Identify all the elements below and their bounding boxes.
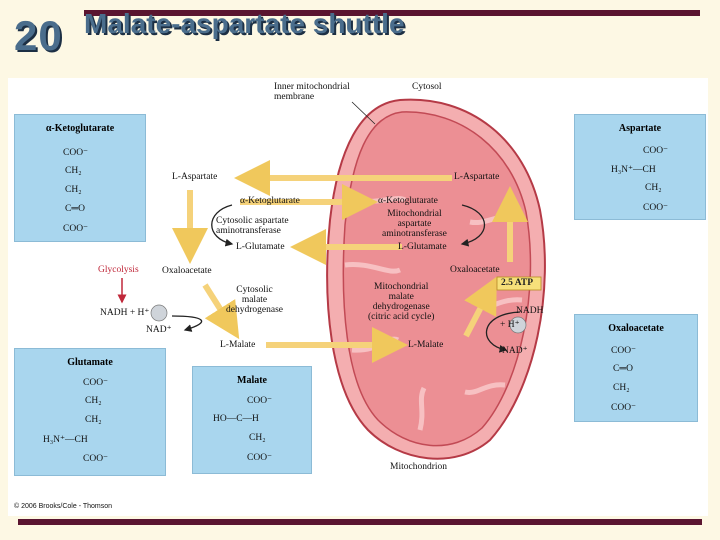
slide-title: Malate-aspartate shuttle: [84, 8, 405, 39]
structure-line: COO⁻: [63, 224, 89, 234]
nadh-h-left-label: NADH + H⁺: [100, 308, 150, 318]
atp-label: 2.5 ATP: [501, 278, 534, 288]
structure-line: C═O: [65, 204, 85, 214]
glycolysis-label: Glycolysis: [98, 265, 139, 275]
structure-line: CH₂: [65, 185, 82, 195]
mitochondrion-label: Mitochondrion: [390, 462, 447, 472]
structure-line: COO⁻: [643, 146, 669, 156]
structure-line: COO⁻: [247, 396, 273, 406]
structure-line: CH₂: [249, 433, 266, 443]
title-bar-rule: [84, 10, 700, 16]
mitochondrial-glutamate-label: L-Glutamate: [398, 242, 447, 252]
structure-line: CH₂: [613, 383, 630, 393]
ketoglutarate-structure-box: α-Ketoglutarate COO⁻ CH₂ CH₂ C═O COO⁻: [14, 114, 146, 242]
nad-right-label: NAD⁺: [502, 346, 528, 356]
structure-name: Oxaloacetate: [608, 323, 664, 334]
cytosolic-malate-label: L-Malate: [220, 340, 256, 350]
structure-line: HO—C—H: [213, 414, 259, 424]
mitochondrial-malate-label: L-Malate: [408, 340, 444, 350]
mitochondrial-ketoglutarate-label: α-Ketoglutarate: [378, 196, 438, 206]
structure-line: CH₂: [65, 166, 82, 176]
structure-line: CH₂: [85, 415, 102, 425]
structure-line: COO⁻: [643, 203, 669, 213]
structure-line: COO⁻: [83, 378, 109, 388]
chapter-number: 20: [14, 12, 63, 59]
structure-line: C═O: [613, 364, 633, 374]
structure-line: COO⁻: [247, 453, 273, 463]
structure-name: α-Ketoglutarate: [45, 123, 115, 134]
glutamate-structure-box: Glutamate COO⁻ CH₂ CH₂ H₃N⁺—CH COO⁻: [14, 348, 166, 476]
nad-left-label: NAD⁺: [146, 325, 172, 335]
footer-bar-rule: [18, 519, 702, 525]
oxaloacetate-structure-box: Oxaloacetate COO⁻ C═O CH₂ COO⁻: [574, 314, 698, 422]
nadh-right-label: NADH: [516, 306, 544, 316]
structure-line: COO⁻: [611, 403, 637, 413]
structure-line: COO⁻: [611, 346, 637, 356]
copyright-text: © 2006 Brooks/Cole - Thomson: [14, 503, 113, 510]
cytosolic-aspartate-label: L-Aspartate: [172, 172, 218, 182]
structure-line: CH₂: [85, 396, 102, 406]
structure-name: Aspartate: [618, 123, 662, 134]
mitochondrial-aspartate-label: L-Aspartate: [454, 172, 500, 182]
structure-name: Malate: [237, 375, 267, 386]
structure-name: Glutamate: [67, 357, 113, 368]
aspartate-structure-box: Aspartate COO⁻ H₃N⁺—CH CH₂ COO⁻: [574, 114, 706, 220]
cytosolic-glutamate-label: L-Glutamate: [236, 242, 285, 252]
mitochondrial-oxaloacetate-label: Oxaloacetate: [450, 265, 500, 275]
structure-line: COO⁻: [63, 148, 89, 158]
malate-structure-box: Malate COO⁻ HO—C—H CH₂ COO⁻: [192, 366, 312, 474]
cytosolic-ketoglutarate-label: α-Ketoglutarate: [240, 196, 300, 206]
structure-line: H₃N⁺—CH: [43, 435, 88, 445]
structure-line: COO⁻: [83, 454, 109, 464]
h-right-label: + H⁺: [500, 320, 520, 330]
cytosol-label: Cytosol: [412, 82, 442, 92]
structure-line: H₃N⁺—CH: [611, 165, 656, 175]
cytosolic-oxaloacetate-label: Oxaloacetate: [162, 266, 212, 276]
structure-line: CH₂: [645, 183, 662, 193]
